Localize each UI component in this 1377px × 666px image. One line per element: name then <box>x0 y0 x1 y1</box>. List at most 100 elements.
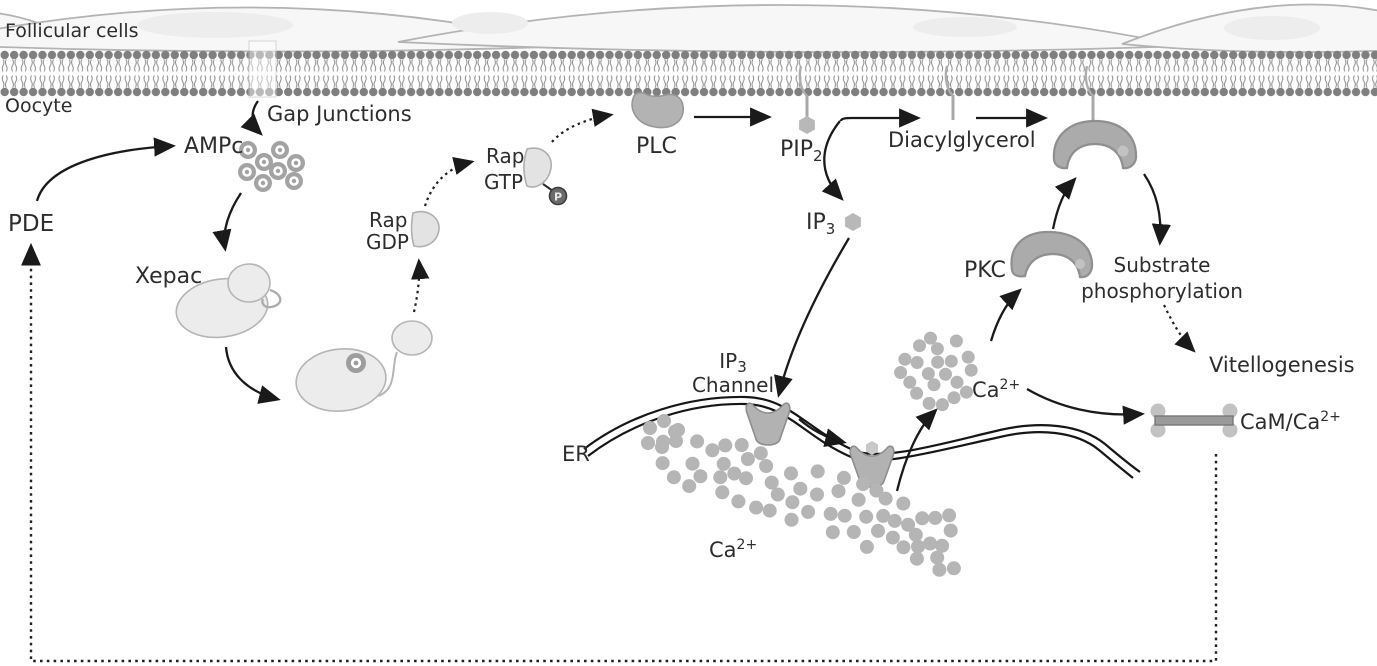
ca-ion <box>928 510 943 525</box>
ca-ion <box>851 492 866 507</box>
ampc-molecule <box>277 147 283 153</box>
ca-ion <box>641 436 655 450</box>
ca-ion <box>930 342 944 356</box>
ampc-molecule <box>244 169 250 175</box>
label-rap-gdp-1: Rap <box>369 208 407 232</box>
ampc-molecule <box>293 160 299 166</box>
ca-ion <box>909 551 924 566</box>
ca-ion <box>910 356 924 369</box>
ca-ion <box>770 487 785 502</box>
label-substrate-2: phosphorylation <box>1081 279 1243 303</box>
ca-ion <box>762 503 777 518</box>
arrow-substrate-to-vitellogenesis <box>1163 304 1196 353</box>
arrow-channel-to-channel <box>798 418 847 447</box>
ca-ion <box>693 469 708 484</box>
label-ip3: IP3 <box>806 210 835 238</box>
ca-ion <box>785 495 800 510</box>
ca-ion <box>885 530 900 545</box>
ca-ion <box>922 396 936 410</box>
label-pip2: PIP2 <box>780 137 823 165</box>
xepac-active-protein <box>295 320 433 412</box>
label-ip3-channel-1: IP3 <box>719 349 747 376</box>
ca-store-small-cluster <box>641 414 685 454</box>
ca-ion <box>856 477 871 492</box>
label-plc: PLC <box>636 134 677 159</box>
ca-ion <box>831 484 846 499</box>
label-ip3-channel-2: Channel <box>692 373 774 397</box>
ca-ion <box>876 508 891 523</box>
ca-ion <box>749 500 764 515</box>
ampc-molecule <box>261 159 267 165</box>
ca-ion <box>823 506 838 521</box>
ca-ion <box>727 466 742 481</box>
arrow-active-to-rapgdp <box>411 258 430 313</box>
pkc-protein <box>1010 230 1094 279</box>
pkc-membrane-bound <box>1052 119 1138 170</box>
ca-ion <box>927 378 941 392</box>
ca-ion <box>764 475 779 490</box>
ca-ion <box>898 352 912 366</box>
ip3-channel-open <box>849 445 895 488</box>
label-diacylglycerol: Diacylglycerol <box>888 128 1036 152</box>
arrow-pip2-to-dag <box>839 108 921 128</box>
ip3-molecule <box>845 213 861 231</box>
ca-ion <box>946 561 961 576</box>
plasma-membrane <box>0 50 1377 97</box>
label-cam-ca: CaM/Ca2+ <box>1240 409 1341 434</box>
ca-ion <box>869 483 884 498</box>
ca-ion <box>947 391 961 405</box>
ca-ion <box>836 470 851 485</box>
ca-ion <box>705 443 720 458</box>
ca-ion <box>657 414 671 428</box>
ca-ion <box>671 423 685 437</box>
arrow-rapgdp-to-rapgtp <box>423 157 475 207</box>
label-ca-store: Ca2+ <box>709 537 757 562</box>
ca-ion <box>793 481 808 496</box>
ca-ion <box>784 466 798 481</box>
ca-ion <box>759 459 774 473</box>
ca-ion <box>718 438 733 453</box>
ca-ion <box>944 354 958 368</box>
ca-ion <box>669 434 683 448</box>
xepac-protein <box>175 263 282 339</box>
ca-ion <box>846 525 861 539</box>
cell-nucleus <box>137 12 293 38</box>
ca-ion <box>923 536 938 551</box>
label-gap-junctions: Gap Junctions <box>267 102 412 126</box>
ca-ion <box>930 550 945 565</box>
arrow-ca-to-cam <box>1026 388 1145 425</box>
solid-arrows <box>35 100 1171 492</box>
membrane-anchors <box>798 65 1095 123</box>
ca-ion <box>784 512 799 527</box>
arrow-pkc-to-membrane <box>1051 177 1077 230</box>
ca-ion <box>911 539 925 554</box>
arrow-xepac-to-active <box>224 346 281 404</box>
ca-ion <box>731 494 746 509</box>
ca-ion <box>903 375 917 389</box>
cell-nucleus <box>1224 16 1320 40</box>
ampc-molecule <box>275 168 281 174</box>
ampc-molecule <box>260 180 266 186</box>
arrow-ip3-to-channel <box>774 237 850 398</box>
labels-layer: Follicular cells Oocyte Gap Junctions PD… <box>5 20 1355 562</box>
phosphate-badge <box>548 186 568 206</box>
ca-ion <box>655 456 670 471</box>
dotted-arrows <box>20 108 1218 663</box>
ca-ion <box>740 452 755 466</box>
ca-ion <box>713 470 728 485</box>
gap-junction-region <box>248 40 277 98</box>
ca-ion <box>932 562 947 577</box>
ca-ion <box>643 421 657 435</box>
ca-ion <box>950 375 964 389</box>
ca-ion <box>908 527 923 542</box>
ca-ion <box>964 363 978 377</box>
ca-ion <box>655 440 669 454</box>
ca-ion <box>921 367 935 381</box>
label-er: ER <box>562 442 590 466</box>
ca-ion <box>915 511 930 526</box>
arrow-pip2-to-ip3 <box>821 120 844 201</box>
ca-ion <box>739 471 753 486</box>
label-vitellogenesis: Vitellogenesis <box>1209 353 1355 377</box>
label-pde: PDE <box>8 211 54 237</box>
